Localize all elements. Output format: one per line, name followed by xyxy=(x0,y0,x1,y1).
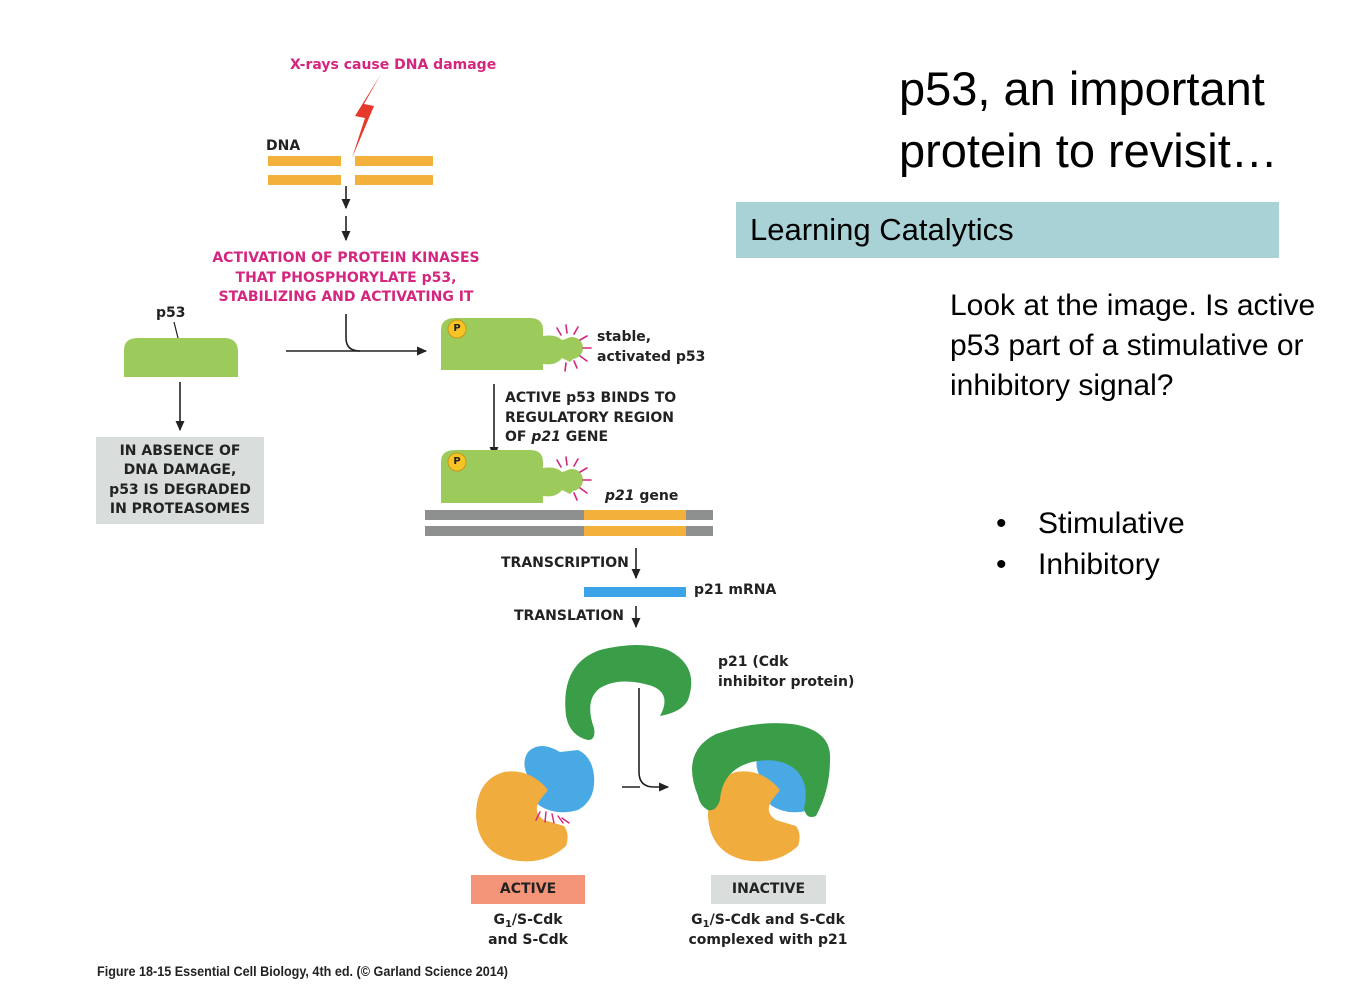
arrow-p21-to-complex xyxy=(638,688,670,792)
question-text: Look at the image. Is active p53 part of… xyxy=(950,289,1316,402)
active-cdk-complex xyxy=(476,746,595,862)
activated-p53-shape xyxy=(441,318,592,372)
answer-options: Stimulative Inhibitory xyxy=(996,503,1185,585)
p21-inhibitor-label: p21 (Cdk inhibitor protein) xyxy=(718,654,855,690)
translation-label: TRANSLATION xyxy=(514,608,625,624)
xray-label: X-rays cause DNA damage xyxy=(290,57,497,73)
dna-label: DNA xyxy=(266,138,301,154)
kinase-activation-label: ACTIVATION OF PROTEIN KINASES THAT PHOSP… xyxy=(212,250,480,305)
option-stimulative[interactable]: Stimulative xyxy=(996,503,1185,544)
transcription-label: TRANSCRIPTION xyxy=(501,555,629,571)
bound-p53-shape xyxy=(441,450,592,503)
p21-mrna-bar xyxy=(584,587,686,597)
figure-caption: Figure 18-15 Essential Cell Biology, 4th… xyxy=(97,963,508,979)
lightning-bolt-icon xyxy=(352,74,381,158)
broken-dna-strands xyxy=(268,156,433,185)
phospho-badge-label: P xyxy=(453,323,461,334)
banner-label: Learning Catalytics xyxy=(750,212,1014,247)
inactive-cdk-complex xyxy=(692,723,831,862)
p21-mrna-label: p21 mRNA xyxy=(694,582,777,598)
p21-gene-label: p21 gene xyxy=(605,488,679,504)
option-inhibitory[interactable]: Inhibitory xyxy=(996,544,1185,585)
p53-protein-shape xyxy=(124,338,238,377)
learning-catalytics-banner: Learning Catalytics xyxy=(736,202,1279,258)
inactive-cdk-description: G1/S-Cdk and S-Cdk complexed with p21 xyxy=(688,912,848,948)
p53-label: p53 xyxy=(156,305,186,321)
p21-inhibitor-shape xyxy=(565,645,692,740)
active-cdk-description: G1/S-Cdk and S-Cdk xyxy=(488,912,568,948)
inactive-badge: INACTIVE xyxy=(711,875,826,904)
active-badge: ACTIVE xyxy=(471,875,585,904)
p21-gene-dna xyxy=(425,510,713,536)
stable-p53-label: stable, activated p53 xyxy=(597,329,706,365)
degradation-box: IN ABSENCE OF DNA DAMAGE, p53 IS DEGRADE… xyxy=(96,437,264,524)
phospho-badge-label: P xyxy=(453,456,461,467)
slide-title: p53, an important protein to revisit… xyxy=(899,62,1278,177)
binds-label: ACTIVE p53 BINDS TO REGULATORY REGION OF… xyxy=(505,390,677,445)
